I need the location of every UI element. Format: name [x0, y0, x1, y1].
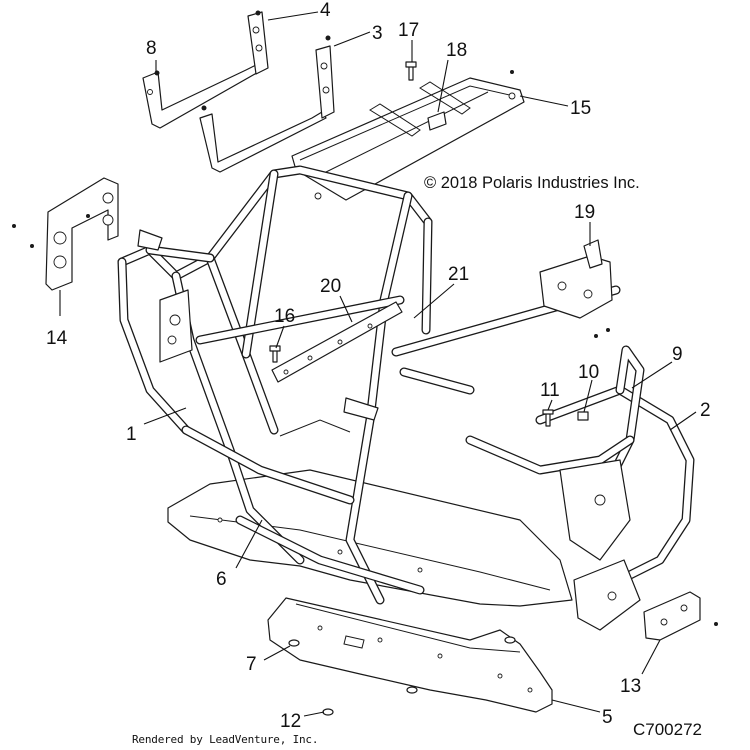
callout-11: 11 [540, 380, 560, 401]
callout-6: 6 [216, 569, 227, 590]
callout-21: 21 [448, 264, 469, 285]
callout-15: 15 [570, 98, 591, 119]
callout-9: 9 [672, 344, 683, 365]
callout-2: 2 [700, 400, 711, 421]
main-chassis-frame-1 [117, 165, 433, 605]
callout-5: 5 [602, 707, 613, 728]
callout-14: 14 [46, 328, 68, 349]
copyright-notice: © 2018 Polaris Industries Inc. [424, 174, 640, 192]
callout-18: 18 [446, 40, 467, 61]
front-bracket-13 [643, 591, 718, 641]
seat-base-frame-15 [291, 64, 525, 201]
callout-8: 8 [146, 38, 157, 59]
callout-16: 16 [274, 306, 295, 327]
front-frame-section-2 [465, 345, 695, 631]
clip-12 [322, 636, 516, 716]
callout-7: 7 [246, 654, 257, 675]
drawing-code: C700272 [633, 720, 703, 739]
rear-bracket-14 [12, 177, 119, 291]
bracket-18 [427, 111, 447, 131]
leader-lines [59, 11, 697, 717]
seat-support-bracket-3 [199, 35, 335, 173]
callout-13: 13 [620, 676, 641, 697]
front-bracket-19 [539, 239, 613, 338]
callout-17: 17 [398, 20, 419, 41]
skid-plate-5 [267, 597, 553, 713]
callout-1: 1 [126, 424, 137, 445]
callout-4: 4 [320, 0, 331, 21]
rendered-by-credit: Rendered by LeadVenture, Inc. [132, 733, 319, 746]
bolt-17 [405, 61, 417, 81]
seat-support-bracket-8 [142, 10, 269, 129]
callout-3: 3 [372, 23, 383, 44]
callout-10: 10 [578, 362, 599, 383]
callout-12: 12 [280, 711, 301, 732]
clip-7 [288, 639, 300, 647]
callout-labels: 1 2 3 4 5 6 7 8 9 10 11 12 13 14 15 16 1… [46, 0, 711, 732]
cross-tube-20 [271, 301, 403, 383]
fastener-10 [577, 411, 589, 421]
callout-20: 20 [320, 276, 341, 297]
bolt-16 [269, 345, 281, 363]
callout-19: 19 [574, 202, 595, 223]
